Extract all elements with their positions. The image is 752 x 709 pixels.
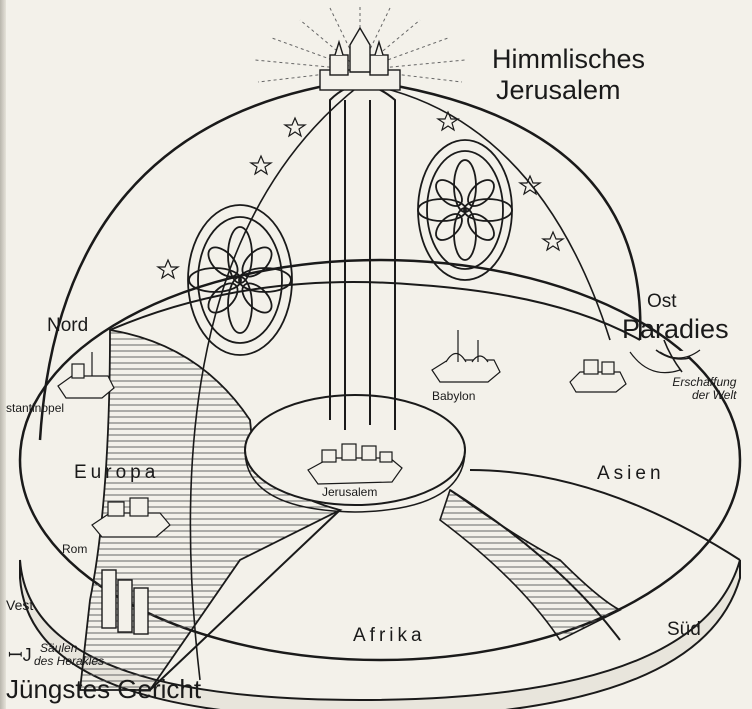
rose-window-right xyxy=(418,140,512,280)
heavenly-jerusalem-title-line1: Himmlisches xyxy=(492,46,645,73)
continent-africa: Afrika xyxy=(353,626,426,645)
direction-west: Vest xyxy=(6,598,33,612)
constantinople-label: stantinopel xyxy=(6,402,64,414)
continent-europe: Europa xyxy=(74,463,159,482)
continent-asia: Asien xyxy=(597,464,665,483)
creation-label: Erschaffung der Welt xyxy=(672,376,736,402)
star xyxy=(158,260,178,278)
rome-label: Rom xyxy=(62,543,87,555)
pillars-line2: des Herakles xyxy=(34,655,104,668)
last-judgement-label: Jüngstes Gericht xyxy=(6,676,201,702)
babylon-label: Babylon xyxy=(432,390,475,402)
heavenly-jerusalem-city xyxy=(320,28,400,90)
heavenly-jerusalem-title-line2: Jerusalem xyxy=(496,77,621,104)
direction-north: Nord xyxy=(47,316,88,335)
direction-south: Süd xyxy=(667,620,701,639)
creation-line2: der Welt xyxy=(672,389,736,402)
star xyxy=(438,112,458,130)
star xyxy=(251,156,271,174)
jerusalem-label: Jerusalem xyxy=(322,486,377,498)
pillars-glyph: ꟷJ xyxy=(8,646,32,664)
star xyxy=(285,118,305,136)
star xyxy=(543,232,563,250)
direction-east: Ost xyxy=(647,292,677,311)
pillars-label: Säulen des Herakles xyxy=(34,642,104,668)
paradise-label: Paradies xyxy=(622,316,729,343)
